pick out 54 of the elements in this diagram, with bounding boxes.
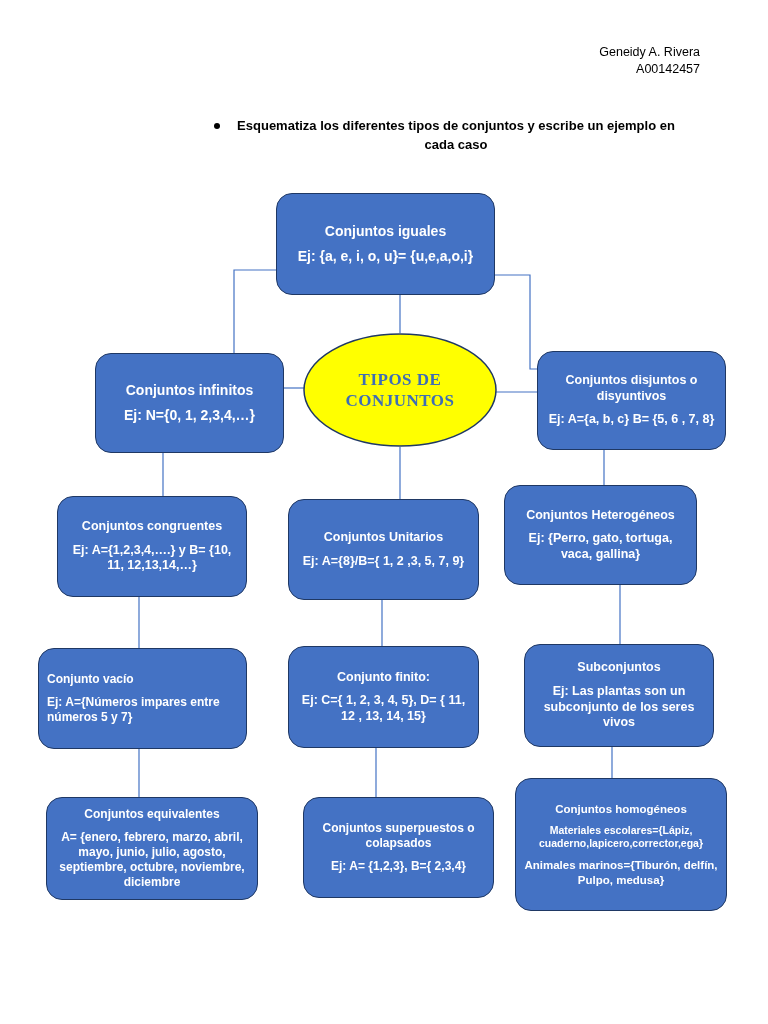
connector-line	[381, 599, 383, 647]
central-ellipse	[303, 333, 497, 447]
concept-title: Conjuntos infinitos	[125, 381, 254, 399]
concept-box	[57, 496, 247, 597]
concept-title: Conjuntos congruentes	[81, 519, 223, 535]
connector-line	[611, 746, 613, 779]
example-text: Ej: A= {1,2,3}, B={ 2,3,4}	[331, 859, 466, 874]
concept-title: Conjuntos superpuestos o colapsados	[321, 821, 476, 851]
concept-title: Conjunto vacío	[47, 672, 135, 687]
instruction-text: Esquematiza los diferentes tipos de conjuntos y escribe un ejemplo en cada caso	[236, 117, 676, 154]
connector-line	[138, 748, 140, 798]
author-name: Geneidy A. Rivera	[598, 44, 700, 61]
example-text: Ej: C={ 1, 2, 3, 4, 5}, D= { 11, 12 , 13, 14, 15}	[300, 693, 467, 725]
concept-title: Conjuntos equivalentes	[84, 807, 220, 822]
connector-line	[399, 294, 401, 334]
connector-line	[233, 269, 277, 354]
concept-box	[303, 797, 494, 898]
example-text: Ej: A={1,2,3,4,….} y B= {10, 11, 12,13,14,…}	[71, 542, 233, 574]
concept-box	[38, 648, 247, 749]
concept-box	[46, 797, 258, 900]
concept-title: Conjunto finito:	[337, 669, 430, 686]
example-text: Materiales escolares={Lápiz, cuaderno,lapicero,corrector,ega}	[538, 824, 704, 851]
concept-title: Conjuntos disjuntos o disyuntivos	[564, 373, 699, 405]
concept-title: Conjuntos homogéneos	[555, 801, 687, 817]
example-text: Ej: N={0, 1, 2,3,4,…}	[123, 407, 256, 425]
connector-line	[375, 747, 377, 798]
connector-line	[138, 596, 140, 649]
example-text: Ej: A={8}/B={ 1, 2 ,3, 5, 7, 9}	[302, 553, 465, 570]
connector-line	[494, 274, 538, 370]
student-id: A00142457	[635, 61, 700, 78]
example-text: Ej: Las plantas son un subconjunto de los seres vivos	[542, 683, 696, 731]
concept-box	[504, 485, 697, 585]
example-text: Ej: A={Números impares entre números 5 y 7}	[47, 695, 221, 725]
example-text: Ej: {Perro, gato, tortuga, vaca, gallina}	[527, 531, 674, 563]
connector-line	[399, 446, 401, 500]
concept-box	[288, 646, 479, 748]
concept-box	[288, 499, 479, 600]
concept-title: Conjuntos Heterogéneos	[526, 507, 675, 524]
concept-title: Conjuntos iguales	[324, 222, 447, 240]
concept-title: Subconjuntos	[577, 660, 661, 676]
example-text: Animales marinos={Tiburón, delfín, Pulpo, medusa}	[524, 858, 718, 888]
example-text: A= {enero, febrero, marzo, abril, mayo, junio, julio, agosto, septiembre, octubre, noviembre, diciembre	[58, 830, 246, 890]
center-title: TIPOS DE CONJUNTOS	[344, 368, 456, 412]
concept-title: Conjuntos Unitarios	[323, 529, 444, 546]
connector-line	[603, 449, 605, 486]
concept-box	[537, 351, 726, 450]
connector-line	[619, 584, 621, 645]
example-text: Ej: A={a, b, c} B= {5, 6 , 7, 8}	[548, 412, 715, 428]
concept-box	[524, 644, 714, 747]
example-text: Ej: {a, e, i, o, u}= {u,e,a,o,i}	[297, 248, 474, 266]
concept-box	[515, 778, 727, 911]
connector-line	[162, 452, 164, 497]
concept-box	[95, 353, 284, 453]
concept-box	[276, 193, 495, 295]
